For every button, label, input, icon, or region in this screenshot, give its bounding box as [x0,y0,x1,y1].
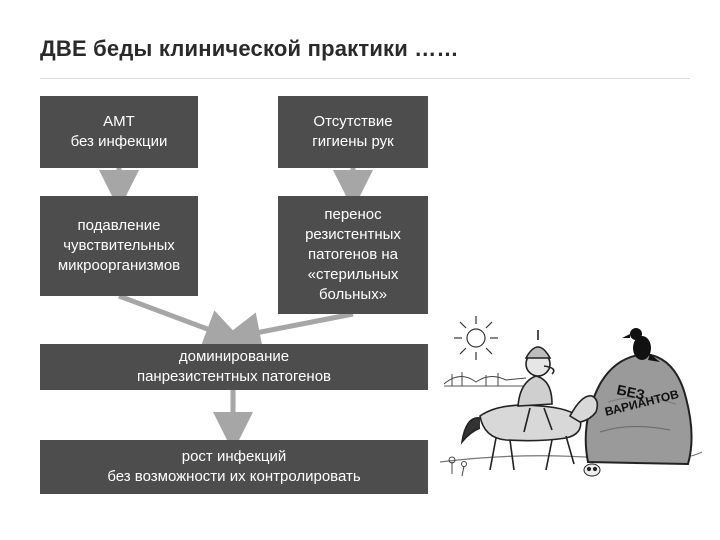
skull-icon [583,463,601,477]
page-title: ДВЕ беды клинической практики …… [40,36,459,61]
crow-icon [622,328,660,362]
horse [460,395,599,471]
title-divider [40,78,690,79]
arrow-suppression-to-dominance [118,293,245,348]
sun-icon [454,316,498,360]
box-suppression: подавление чувствительных микроорганизмо… [40,196,198,296]
knight [517,330,555,433]
box-amt: АМТ без инфекции [40,96,198,168]
arrow-transmission-to-dominance [220,311,354,352]
knight-crossroads-cartoon: БЕЗ ВАРИАНТОВ [440,316,702,477]
box-transmission: перенос резистентных патогенов на «стери… [278,196,428,314]
box-no-hand-hygiene: Отсутствие гигиены рук [278,96,428,168]
box-infection-growth: рост инфекций без возможности их контрол… [40,440,428,494]
box-dominance: доминирование панрезистентных патогенов [40,344,428,390]
svg-text:БЕЗ: БЕЗ [615,381,646,403]
